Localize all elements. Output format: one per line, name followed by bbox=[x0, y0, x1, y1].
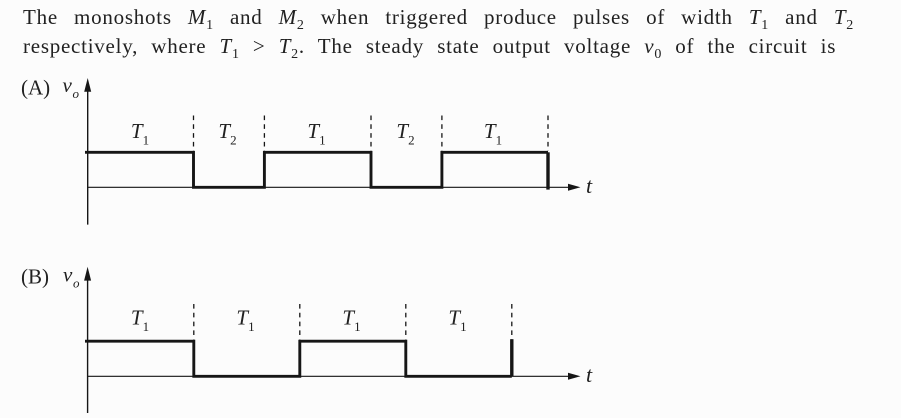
svg-text:T2: T2 bbox=[218, 119, 236, 148]
svg-text:o: o bbox=[73, 86, 80, 101]
svg-text:T1: T1 bbox=[342, 306, 360, 335]
svg-text:T2: T2 bbox=[396, 119, 414, 148]
svg-text:T1: T1 bbox=[131, 306, 149, 335]
svg-text:t: t bbox=[586, 173, 593, 198]
svg-text:T1: T1 bbox=[307, 119, 325, 148]
svg-text:T1: T1 bbox=[131, 119, 149, 148]
svg-text:t: t bbox=[586, 362, 593, 387]
svg-text:(A): (A) bbox=[21, 76, 50, 100]
svg-text:o: o bbox=[73, 276, 80, 291]
svg-text:T1: T1 bbox=[484, 119, 502, 148]
svg-text:v: v bbox=[63, 73, 73, 97]
svg-text:T1: T1 bbox=[448, 306, 466, 335]
svg-text:T1: T1 bbox=[236, 306, 254, 335]
svg-text:v: v bbox=[63, 263, 73, 287]
svg-text:(B): (B) bbox=[21, 265, 49, 289]
